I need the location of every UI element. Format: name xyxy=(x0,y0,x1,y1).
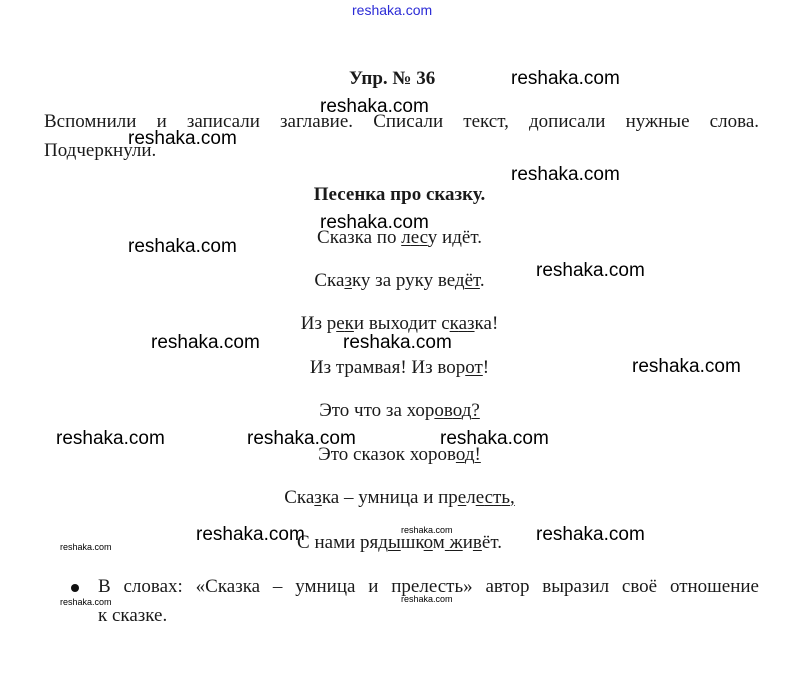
watermark-small: reshaka.com xyxy=(60,597,112,607)
poem-line: С нами рядышком живёт. xyxy=(297,532,502,553)
watermark-small: reshaka.com xyxy=(60,542,112,552)
poem-line: Сказку за руку ведёт. xyxy=(314,270,485,291)
watermark: reshaka.com xyxy=(247,428,356,449)
bullet-line-2: к сказке. xyxy=(98,605,168,626)
header-watermark: reshaka.com xyxy=(352,2,433,18)
watermark: reshaka.com xyxy=(536,260,645,281)
watermark-small: reshaka.com xyxy=(401,525,453,535)
watermark: reshaka.com xyxy=(632,356,741,377)
watermark: reshaka.com xyxy=(440,428,549,449)
poem-line: Из трамвая! Из ворот! xyxy=(309,357,490,378)
watermark: reshaka.com xyxy=(128,236,237,257)
watermark: reshaka.com xyxy=(56,428,165,449)
poem-line: Сказка по лесу идёт. xyxy=(317,227,482,248)
watermark: reshaka.com xyxy=(536,524,645,545)
watermark-small: reshaka.com xyxy=(401,594,453,604)
poem-line: Из реки выходит сказка! xyxy=(300,313,499,334)
bullet-point xyxy=(71,584,79,592)
watermark: reshaka.com xyxy=(320,212,429,233)
bullet-line-1: В словах: «Сказка – умница и прелесть» а… xyxy=(98,576,759,597)
poem-line: Это что за хоровод? xyxy=(319,400,480,421)
intro-line-1: Вспомнили и записали заглавие. Списали т… xyxy=(44,111,759,132)
watermark: reshaka.com xyxy=(128,128,237,149)
watermark: reshaka.com xyxy=(320,96,429,117)
watermark: reshaka.com xyxy=(511,164,620,185)
intro-line-2: Подчеркнули. xyxy=(44,140,157,161)
exercise-title: Упр. № 36 xyxy=(349,68,436,89)
watermark: reshaka.com xyxy=(511,68,620,89)
watermark: reshaka.com xyxy=(343,332,452,353)
watermark: reshaka.com xyxy=(196,524,305,545)
poem-line: Это сказок хоровод! xyxy=(318,444,481,465)
watermark: reshaka.com xyxy=(151,332,260,353)
poem-line: Сказка – умница и прелесть, xyxy=(284,487,515,508)
poem-title: Песенка про сказку. xyxy=(313,184,486,205)
